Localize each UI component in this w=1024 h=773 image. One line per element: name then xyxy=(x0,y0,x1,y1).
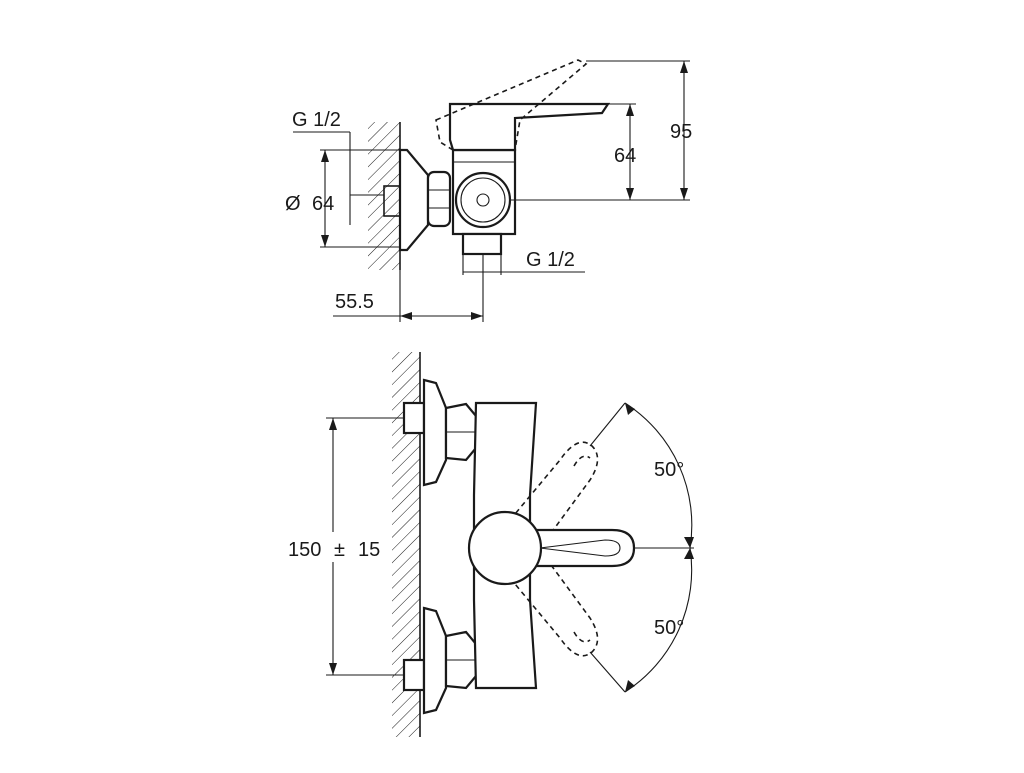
tolerance-value: 15 xyxy=(358,539,380,561)
hex-nut xyxy=(426,170,452,228)
escutcheon-flange xyxy=(398,148,430,252)
handle-height-label: 64 xyxy=(614,145,636,167)
handle-rotated-down-dashed xyxy=(508,548,599,657)
bottom-wall-pipe xyxy=(402,658,426,692)
diameter-symbol: Ø xyxy=(285,193,301,215)
handle-side xyxy=(448,102,611,152)
spacing-value: 150 xyxy=(288,539,321,561)
top-wall-pipe xyxy=(402,401,426,435)
thread-outlet-label: G 1/2 xyxy=(526,249,575,271)
angle-down-label: 50° xyxy=(654,617,684,639)
depth-label: 55.5 xyxy=(335,291,374,313)
total-height-label: 95 xyxy=(670,121,692,143)
thread-inlet-label: G 1/2 xyxy=(292,109,341,131)
angle-up-label: 50° xyxy=(654,459,684,481)
handle-rotated-up-dashed xyxy=(508,441,599,550)
cartridge-knob xyxy=(467,510,543,586)
handle-raised-dashed xyxy=(435,59,588,151)
angle-arc-down xyxy=(624,547,693,693)
outlet-nipple xyxy=(461,232,503,256)
bottom-escutcheon xyxy=(422,606,448,715)
side-view: G 1/2 Ø 64 G 1/2 55.5 64 95 xyxy=(285,59,692,322)
diameter-value: 64 xyxy=(312,193,334,215)
handle-front xyxy=(528,528,636,568)
tolerance-symbol: ± xyxy=(334,539,345,561)
body-round-connector xyxy=(454,171,512,229)
front-view: 50° 50° 150 ± 15 xyxy=(286,352,694,737)
top-escutcheon xyxy=(422,378,448,487)
angle-arc-up xyxy=(624,402,693,549)
